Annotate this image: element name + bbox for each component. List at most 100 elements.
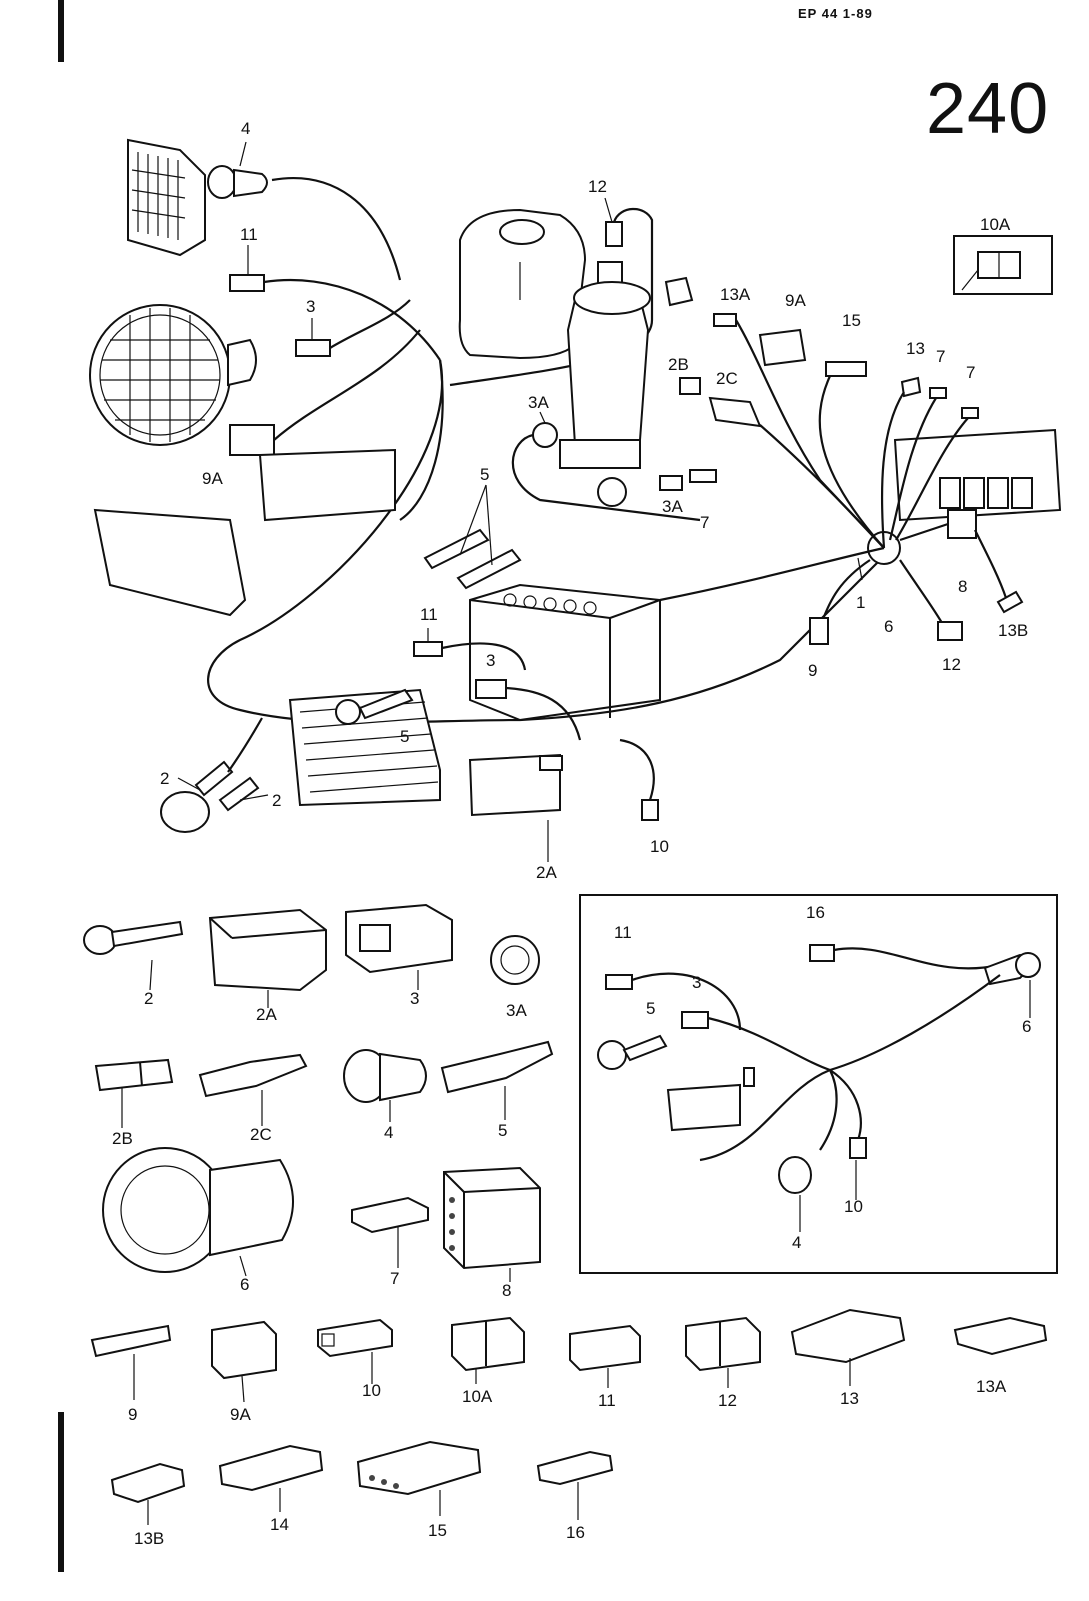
label-part-9: 9 — [128, 1405, 137, 1424]
label-inset-4: 4 — [792, 1233, 801, 1252]
wire-2 — [227, 717, 263, 773]
label-main-12b: 12 — [942, 655, 961, 674]
connector-2B-main — [679, 377, 701, 395]
label-part-2C: 2C — [250, 1125, 272, 1144]
label-main-7b: 7 — [966, 363, 975, 382]
label-main-2B: 2B — [668, 355, 689, 374]
part-5-boot — [440, 1040, 554, 1094]
connector-9A-main — [229, 424, 275, 456]
label-part-13B: 13B — [134, 1529, 164, 1548]
part-2-bullet-plug — [83, 920, 184, 955]
label-inset-5: 5 — [646, 999, 655, 1018]
part-10A-relay-plug — [451, 1316, 525, 1372]
label-main-7-mid: 7 — [700, 513, 709, 532]
label-main-13B: 13B — [998, 621, 1028, 640]
label-main-8: 8 — [958, 577, 967, 596]
grommet-2 — [160, 760, 260, 833]
label-main-4: 4 — [241, 119, 250, 138]
part-10-socket — [317, 1318, 393, 1358]
label-part-2A: 2A — [256, 1005, 277, 1024]
label-main-9A-right: 9A — [785, 291, 806, 310]
part-2A-housing — [208, 908, 327, 992]
part-3A-switch — [490, 935, 540, 985]
part-14-connector — [218, 1444, 324, 1492]
part-8-multiplug — [443, 1166, 541, 1270]
label-part-3: 3 — [410, 989, 419, 1008]
wire-3 — [329, 299, 411, 349]
inset-frame — [579, 894, 1058, 1274]
plug-5-pair — [423, 528, 522, 590]
label-main-5b: 5 — [400, 727, 409, 746]
label-part-2: 2 — [144, 989, 153, 1008]
label-main-3b: 3 — [486, 651, 495, 670]
connector-13B-main — [996, 590, 1024, 614]
wire-3b — [505, 686, 582, 741]
wire-7b — [895, 417, 969, 541]
label-part-2B: 2B — [112, 1129, 133, 1148]
relay-10A-box — [953, 235, 1053, 295]
label-main-9A: 9A — [202, 469, 223, 488]
label-inset-6: 6 — [1022, 1017, 1031, 1036]
connector-11b-main — [413, 641, 443, 657]
part-2B-flag — [94, 1058, 174, 1092]
label-main-11: 11 — [240, 225, 258, 244]
wire-11 — [263, 278, 441, 361]
connector-2A-main — [539, 755, 563, 771]
part-2C-boot — [198, 1053, 308, 1098]
rear-lamp-housing — [127, 138, 206, 257]
connector-7b-main — [961, 407, 979, 419]
clip-13A — [664, 276, 694, 307]
connector-10-main — [641, 799, 659, 821]
label-main-2a: 2 — [160, 769, 169, 788]
page-number: 240 — [926, 69, 1050, 149]
label-part-13: 13 — [840, 1389, 859, 1408]
switch-3A-mid — [597, 477, 627, 507]
label-main-9: 9 — [808, 661, 817, 680]
label-part-14: 14 — [270, 1515, 289, 1534]
part-15-connector — [356, 1440, 482, 1496]
document-code: EP 44 1-89 — [798, 6, 873, 21]
wire-12b — [899, 559, 946, 629]
label-main-13A: 13A — [720, 285, 751, 304]
brake-master-cylinder — [559, 281, 651, 469]
label-part-4: 4 — [384, 1123, 393, 1142]
part-9A-connector — [211, 1320, 277, 1380]
label-part-13A: 13A — [976, 1377, 1007, 1396]
label-part-11: 11 — [598, 1391, 616, 1410]
wire-10 — [619, 738, 655, 801]
indicator-lamp — [93, 508, 247, 617]
washer-reservoir — [458, 208, 587, 360]
label-part-5: 5 — [498, 1121, 507, 1140]
label-main-2b: 2 — [272, 791, 281, 810]
connector-11-main — [229, 274, 265, 292]
label-main-5: 5 — [480, 465, 489, 484]
connector-9-main — [809, 617, 829, 645]
label-part-6: 6 — [240, 1275, 249, 1294]
scan-edge-bar-top — [58, 0, 64, 62]
connector-3b-main — [475, 679, 507, 699]
part-9-terminal — [90, 1324, 172, 1358]
part-13B-connector — [110, 1462, 186, 1504]
wire-15 — [818, 375, 885, 549]
part-4-boot — [343, 1049, 427, 1103]
wire-9 — [820, 559, 871, 623]
part-16-connector — [536, 1450, 614, 1486]
wire-7a — [888, 397, 937, 541]
wire-11b — [441, 642, 527, 671]
label-part-10: 10 — [362, 1381, 381, 1400]
part-11-connector — [569, 1324, 641, 1372]
label-main-2C: 2C — [716, 369, 738, 388]
part-13A-connector — [953, 1316, 1048, 1356]
fuse-relay-panel — [893, 428, 1062, 522]
label-part-10A: 10A — [462, 1387, 493, 1406]
label-inset-10: 10 — [844, 1197, 863, 1216]
label-part-8: 8 — [502, 1281, 511, 1300]
label-main-15: 15 — [842, 311, 861, 330]
label-part-15: 15 — [428, 1521, 447, 1540]
label-main-10A: 10A — [980, 215, 1011, 234]
label-main-3A-mid: 3A — [662, 497, 683, 516]
label-part-16: 16 — [566, 1523, 585, 1542]
connector-15-main — [825, 361, 867, 377]
